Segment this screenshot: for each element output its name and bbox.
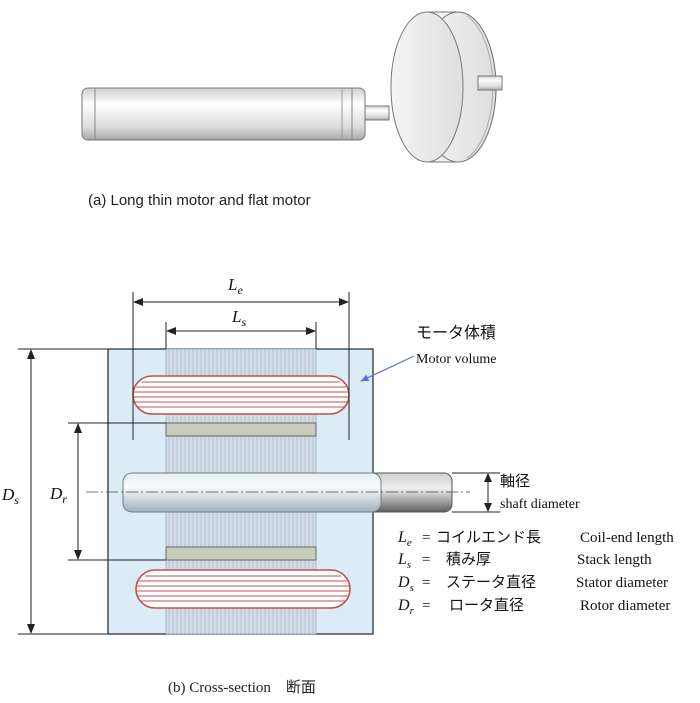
motor-volume-en: Motor volume — [416, 352, 497, 367]
shaft-diameter-en: shaft diameter — [500, 497, 580, 512]
svg-text:Ds: Ds — [1, 485, 19, 507]
svg-text:Le: Le — [227, 275, 243, 297]
motor-volume-arrow — [360, 355, 415, 382]
svg-text:Dr: Dr — [49, 484, 67, 506]
caption-a: (a) Long thin motor and flat motor — [88, 192, 311, 209]
svg-text:Ls: Ls — [231, 307, 246, 329]
rotor-bottom — [165, 546, 317, 561]
motor-volume-label: モータ体積 Motor volume — [360, 324, 497, 382]
long-thin-motor — [81, 87, 390, 141]
le-dimension: Le — [132, 275, 350, 440]
shaft-diameter-dimension: 軸径 shaft diameter — [452, 472, 580, 513]
caption-b: (b) Cross-section 断面 — [168, 679, 316, 696]
coil-bottom — [135, 569, 351, 609]
ls-dimension: Ls — [165, 307, 317, 349]
ds-dimension: Ds — [1, 348, 108, 635]
shaft-diameter-jp: 軸径 — [500, 473, 530, 490]
shaft — [122, 472, 382, 513]
rotor-top — [165, 422, 317, 437]
motor-volume-jp: モータ体積 — [416, 324, 496, 342]
flat-motor — [390, 11, 503, 163]
coil-top — [132, 375, 350, 415]
dr-dimension: Dr — [49, 422, 166, 561]
